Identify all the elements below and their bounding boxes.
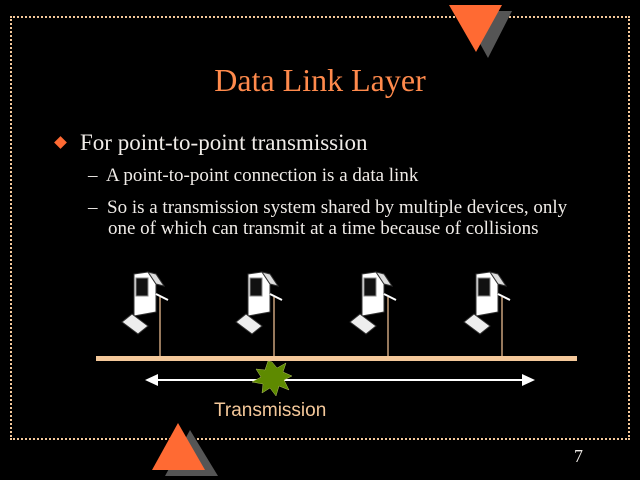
sub-item: – So is a transmission system shared by … [88,197,588,239]
computer-icon [349,271,397,356]
dash: – [88,165,98,186]
transmission-label: Transmission [214,400,327,421]
slide-title: Data Link Layer [214,62,426,98]
sub-item-text: A point-to-point connection is a data li… [105,165,419,186]
page-number: 7 [574,446,583,466]
bus-line [96,356,577,361]
dotted-frame [10,16,630,440]
bullet-text: For point-to-point transmission [80,130,368,155]
triangle-bottom [152,423,205,470]
triangle-top [449,5,502,52]
transmission-arrow [145,374,535,386]
sub-item: – A point-to-point connection is a data … [88,165,418,187]
computer-icon [121,271,169,356]
collision-burst-icon [251,360,293,397]
computer-icon [463,271,511,356]
computer-icon [235,271,283,356]
sub-item-text: So is a transmission system shared by mu… [107,197,568,239]
dash: – [88,197,98,218]
